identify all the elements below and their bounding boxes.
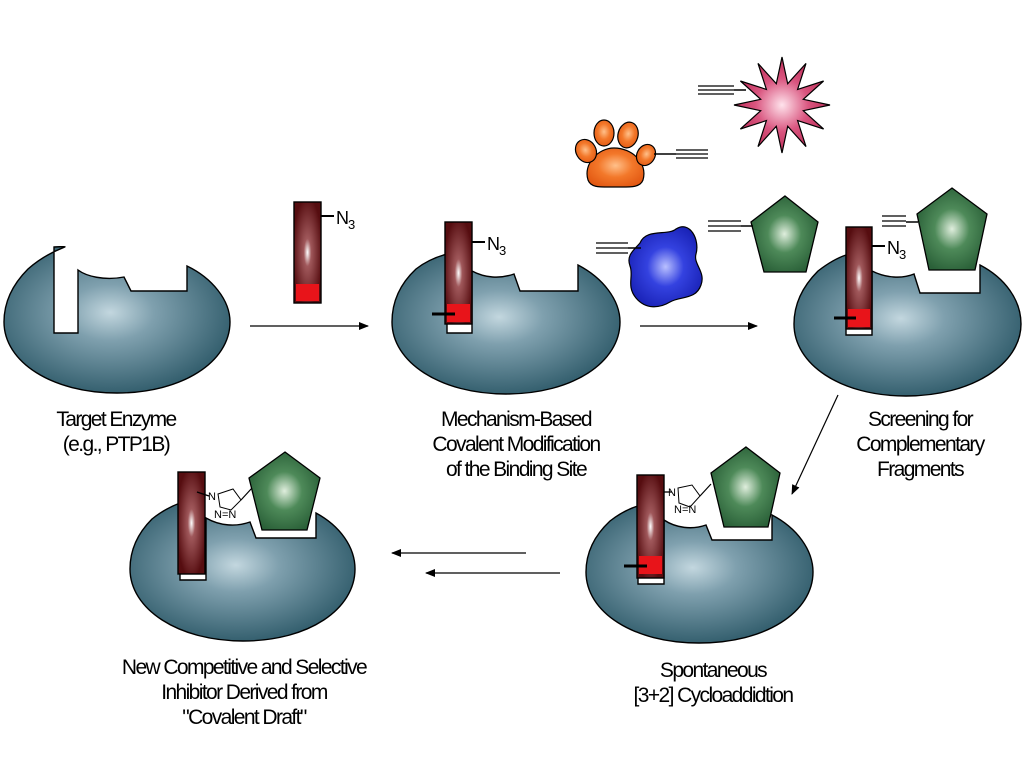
enzyme-target [3,245,231,394]
caption-covalent-modification: Mechanism-Based Covalent Modification of… [432,408,601,481]
svg-text:N3: N3 [487,234,506,258]
fragment-pentagon-linked-5 [248,451,321,531]
enzyme-cycloaddition [585,505,814,644]
probe-bound-3: N3 [834,226,907,330]
caption-inhibitor: New Competitive and Selective Inhibitor … [121,656,368,729]
fragment-pentagon-linked-4 [710,446,781,528]
azide-label: N [336,208,348,228]
svg-text:N3: N3 [887,238,906,262]
enzyme-modified [391,253,621,395]
probe-bound-4 [624,474,665,579]
probe-bound-2: N3 [432,221,507,325]
arrow-step3 [791,394,839,495]
triazole-linker-4: N N=N [664,483,712,516]
enzyme-screening [793,254,1022,397]
fragment-blob [596,226,703,308]
caption-cycloaddition: Spontaneous [3+2] Cycloaddidtion [633,659,794,707]
triazole-nn-5: N=N [214,509,236,521]
azide-label-3: N [887,238,899,258]
caption-screening: Screening for Complementary Fragments [856,408,985,481]
probe-bound-5 [177,471,206,575]
fragment-star [698,56,831,154]
triazole-nn-4: N=N [674,504,696,516]
fragment-pentagon [708,195,819,273]
enzyme-inhibitor [129,501,356,642]
svg-text:N3: N3 [336,208,355,232]
triazole-linker-5: N N=N [196,487,253,521]
fragment-pentagon-docked [882,187,988,271]
azide-label-2: N [487,234,499,254]
triazole-n-4: N [668,487,676,499]
flow-arrows [250,322,839,577]
fragment-paw [574,119,708,188]
caption-target-enzyme: Target Enzyme (e.g., PTP1B) [56,408,177,456]
probe-free: N3 [293,201,356,304]
triazole-n-5: N [208,491,216,503]
